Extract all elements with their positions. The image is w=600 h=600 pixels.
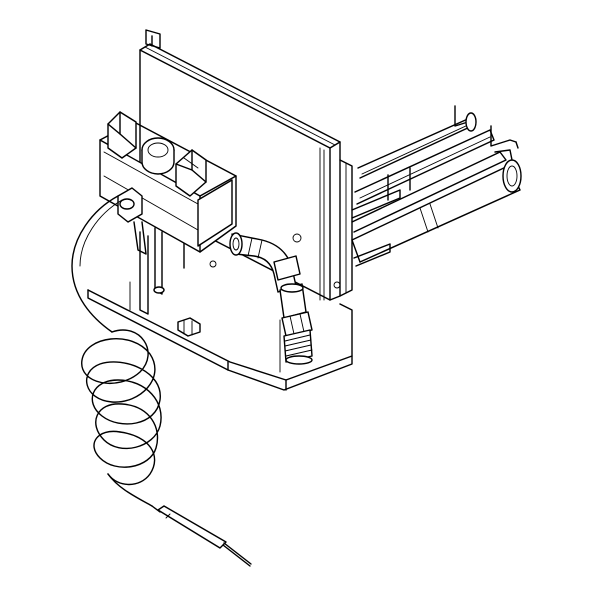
pilot-fitting <box>117 187 147 255</box>
capillary-line <box>71 195 123 333</box>
threaded-inlet-fitting <box>281 311 313 365</box>
control-knob <box>141 137 175 175</box>
gas-control-valve <box>99 111 237 253</box>
capillary-coil <box>81 329 162 507</box>
selector-knob <box>175 149 207 197</box>
thermostat-bulb-probe <box>151 505 252 567</box>
elbow-pipe <box>229 232 307 319</box>
burner-tubes <box>351 105 522 267</box>
